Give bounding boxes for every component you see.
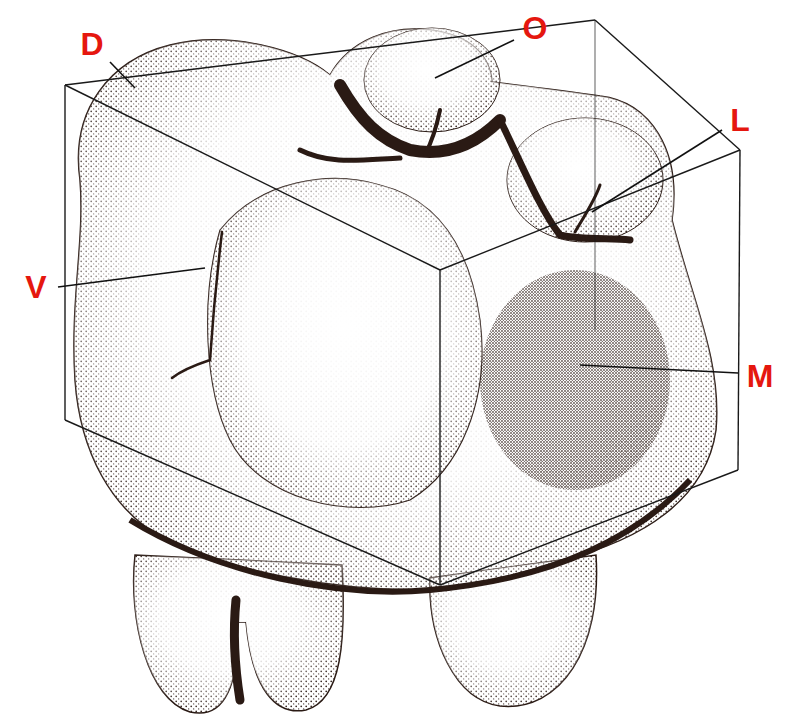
- part-label: V: [25, 271, 46, 303]
- part-label: M: [747, 360, 774, 392]
- part-label: L: [730, 104, 750, 136]
- leader-line: [435, 40, 514, 78]
- part-label: O: [523, 12, 548, 44]
- leader-line: [592, 130, 722, 212]
- part-label: D: [80, 28, 103, 60]
- leader-line: [58, 268, 205, 287]
- leader-lines: [58, 40, 738, 373]
- leader-line: [580, 365, 738, 373]
- leader-line: [110, 62, 135, 88]
- bounding-box: [65, 20, 740, 585]
- crown: [74, 28, 717, 592]
